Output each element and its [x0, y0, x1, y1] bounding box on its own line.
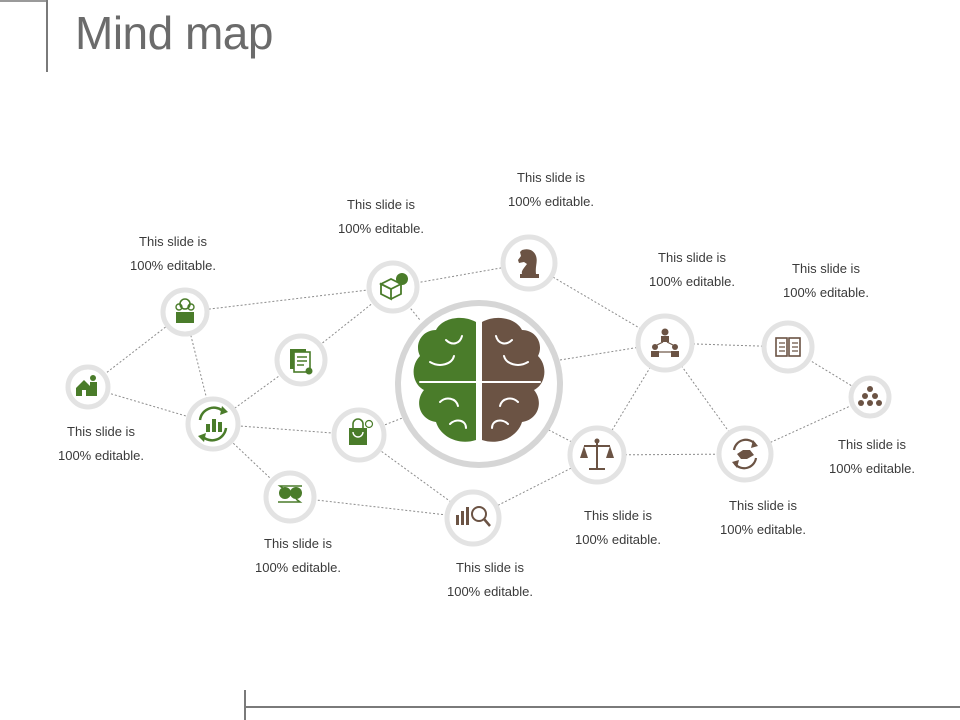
node-recycle — [185, 396, 241, 452]
frame-line-left — [46, 0, 48, 72]
page-title: Mind map — [75, 7, 273, 59]
node-idea — [160, 287, 210, 337]
lightbulb-box-icon — [175, 298, 195, 323]
shopping-bag-icon — [349, 418, 374, 445]
node-book — [761, 320, 815, 374]
frame-line-bottom — [246, 706, 960, 708]
chart-cycle-icon — [198, 406, 228, 442]
brain-icon — [413, 317, 545, 442]
frame-line-top — [0, 0, 48, 2]
node-money — [263, 470, 317, 524]
open-book-icon — [775, 337, 801, 357]
node-analytics — [444, 489, 502, 547]
brain-node — [395, 300, 563, 468]
document-icon — [290, 349, 313, 375]
house-people-icon — [76, 375, 97, 396]
node-handshake — [716, 425, 774, 483]
chess-knight-icon — [518, 249, 539, 278]
team-network-icon — [651, 328, 679, 357]
node-org — [848, 375, 892, 419]
balance-scale-icon — [580, 438, 614, 470]
org-chart-icon — [858, 386, 882, 406]
node-team — [635, 313, 695, 373]
node-scale — [567, 425, 627, 485]
node-box — [366, 260, 420, 314]
node-document — [274, 333, 328, 387]
node-house — [65, 364, 111, 410]
currency-exchange-icon — [277, 485, 303, 503]
new-box-icon — [378, 273, 408, 301]
frame-line-bottom-tick — [244, 690, 246, 720]
handshake-cycle-icon — [732, 438, 758, 470]
node-bag — [331, 407, 387, 463]
node-knight — [500, 234, 558, 292]
chart-magnifier-icon — [456, 506, 491, 527]
